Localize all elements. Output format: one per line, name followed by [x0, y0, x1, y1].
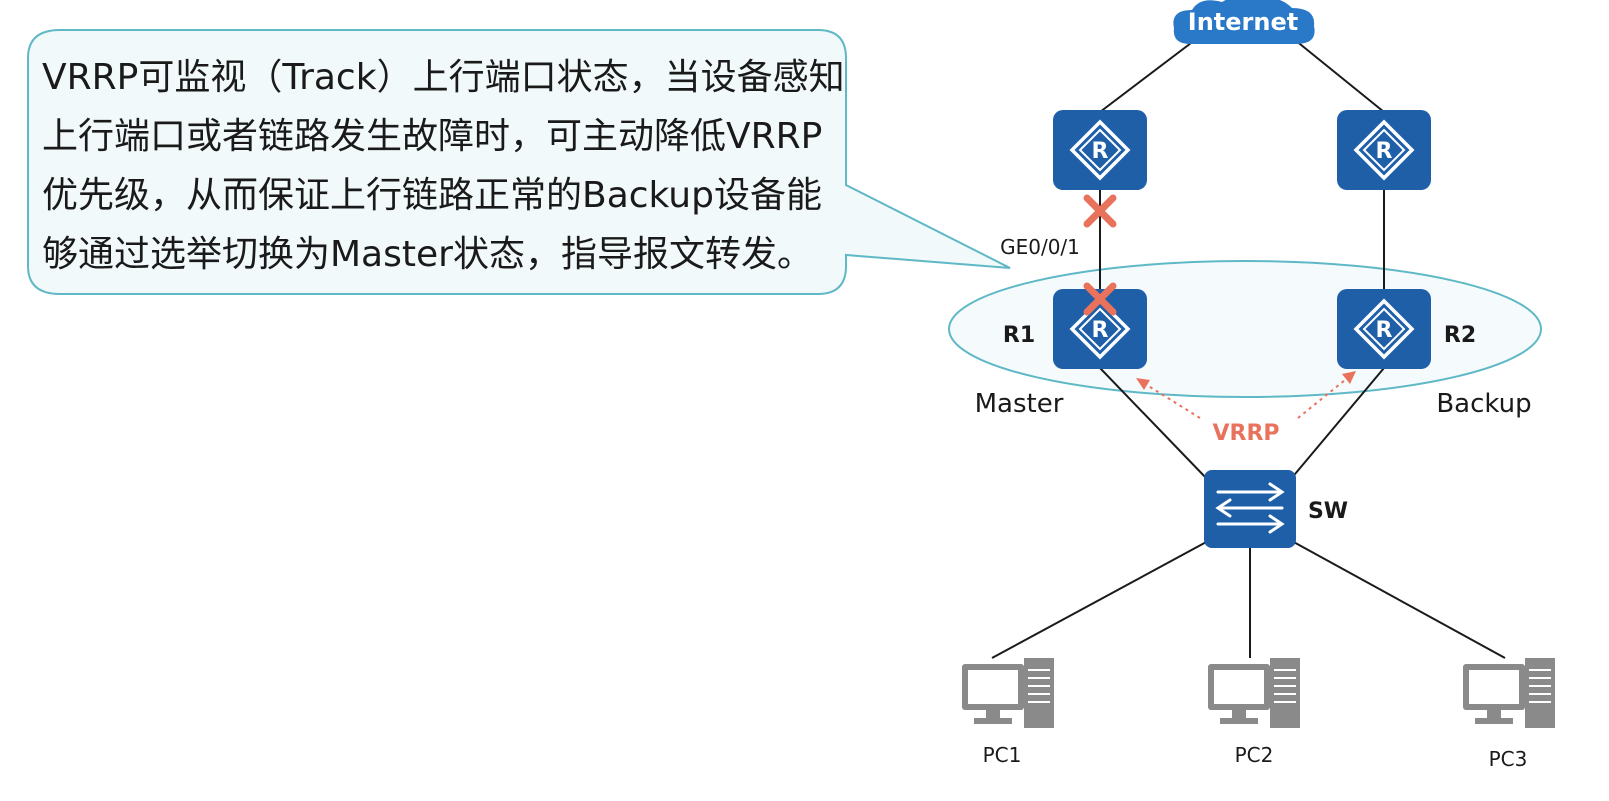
internet-label: Internet	[1188, 8, 1298, 36]
vrrp-arrow-head-r2	[1342, 371, 1356, 384]
pc-icon	[1462, 657, 1556, 729]
callout-line-2: 上行端口或者链路发生故障时，可主动降低VRRP	[42, 116, 823, 157]
fault-cross-icon	[1083, 282, 1117, 316]
switch-icon	[1204, 470, 1296, 548]
link-sw-pc1	[991, 539, 1211, 659]
callout-line-3: 优先级，从而保证上行链路正常的Backup设备能	[42, 175, 822, 216]
link-r1-sw	[1099, 367, 1209, 481]
cloud-icon	[1173, 0, 1315, 44]
callout-text: VRRP可监视（Track）上行端口状态，当设备感知 上行端口或者链路发生故障时…	[42, 48, 845, 284]
r2-label: R2	[1444, 323, 1476, 348]
link-sw-pc3	[1289, 539, 1506, 659]
callout-line-4: 够通过选举切换为Master状态，指导报文转发。	[42, 234, 813, 275]
pc2-label: PC2	[1235, 743, 1274, 767]
pc-icon	[1207, 657, 1301, 729]
link-r2-sw	[1289, 367, 1385, 481]
router-icon	[1335, 287, 1433, 371]
pc3-label: PC3	[1489, 747, 1528, 771]
r1-label: R1	[1003, 323, 1035, 348]
router-icon	[1335, 108, 1433, 192]
pc1-label: PC1	[983, 743, 1022, 767]
port-label: GE0/0/1	[1000, 235, 1080, 259]
vrrp-arrows	[1136, 371, 1356, 419]
vrrp-arrow-to-r1	[1141, 381, 1201, 419]
links	[991, 39, 1506, 659]
router-icon	[1051, 108, 1149, 192]
vrrp-label: VRRP	[1212, 421, 1279, 446]
callout-bubble	[27, 29, 1011, 295]
link-internet-top-right-router	[1294, 39, 1385, 113]
callout-line-1: VRRP可监视（Track）上行端口状态，当设备感知	[42, 57, 845, 98]
backup-label: Backup	[1436, 389, 1531, 419]
link-internet-top-left-router	[1099, 39, 1196, 113]
vrrp-arrow-head-r1	[1136, 378, 1150, 390]
sw-label: SW	[1308, 499, 1348, 524]
master-label: Master	[975, 389, 1064, 419]
pc-icon	[961, 657, 1055, 729]
fault-cross-icon	[1083, 194, 1117, 228]
